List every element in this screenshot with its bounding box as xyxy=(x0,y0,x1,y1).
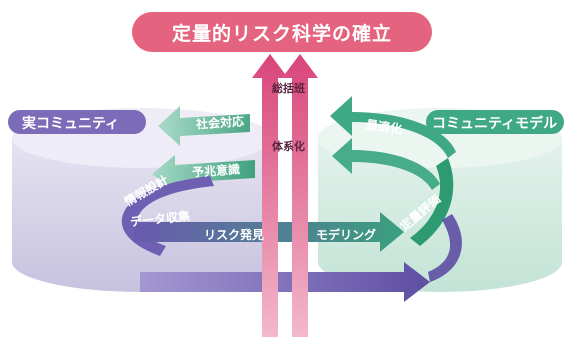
vertical-label-sokatsu: 総括班 xyxy=(272,82,305,95)
vertical-arrows xyxy=(252,54,318,337)
lower-label-model: モデリング xyxy=(316,228,377,242)
right-community-label: コミュニティモデル xyxy=(432,116,558,132)
left-label-pill xyxy=(8,110,146,134)
left-community-label: 実コミュニティ xyxy=(22,116,120,132)
page-title: 定量的リスク科学の確立 xyxy=(171,22,392,45)
upper-label-shakai: 社会対応 xyxy=(195,114,245,132)
upper-label-yocho: 予兆意識 xyxy=(191,162,241,180)
right-label-pill xyxy=(426,110,564,134)
title-banner xyxy=(132,12,432,52)
lower-label-risk: リスク発見 xyxy=(204,228,265,242)
vertical-label-taikeika: 体系化 xyxy=(272,140,305,153)
